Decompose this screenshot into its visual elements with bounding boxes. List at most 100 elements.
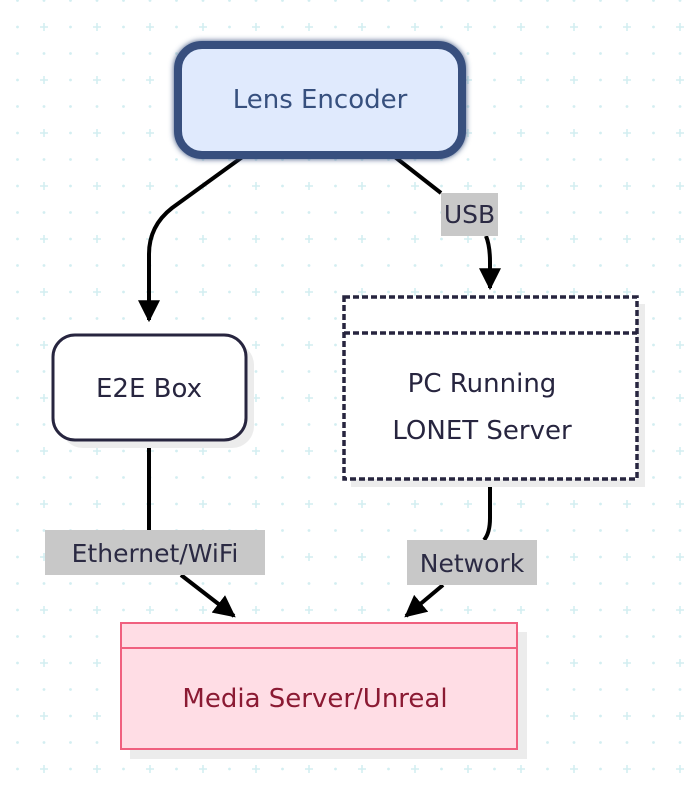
grid-dot (466, 264, 470, 267)
grid-dot (42, 688, 46, 691)
grid-dot (69, 767, 72, 771)
node-pc-lonet[interactable]: PC Running LONET Server (342, 295, 645, 487)
grid-dot (546, 264, 549, 267)
grid-cross (570, 182, 578, 190)
grid-dot (652, 635, 655, 638)
grid-cross (411, 235, 419, 243)
node-media-server[interactable]: Media Server/Unreal (120, 622, 527, 759)
grid-cross (570, 23, 578, 31)
grid-dot (122, 237, 125, 241)
edge-label-network[interactable]: Network (407, 540, 537, 585)
grid-cross (623, 553, 631, 561)
grid-dot (572, 741, 576, 744)
grid-cross (252, 606, 260, 614)
grid-dot (281, 211, 284, 214)
grid-dot (175, 476, 178, 479)
node-e2e-box-label: E2E Box (96, 374, 202, 404)
grid-cross (570, 76, 578, 84)
grid-cross (305, 394, 313, 402)
grid-cross (517, 765, 525, 773)
grid-dot (228, 449, 231, 453)
grid-dot (16, 264, 19, 267)
grid-cross (358, 288, 366, 296)
grid-dot (69, 608, 72, 612)
grid-dot (652, 131, 655, 135)
grid-dot (228, 25, 231, 29)
node-e2e-box[interactable]: E2E Box (51, 333, 254, 448)
grid-dot (599, 290, 602, 294)
grid-cross (358, 500, 366, 508)
grid-dot (546, 131, 549, 135)
grid-cross (93, 23, 101, 31)
grid-dot (334, 767, 337, 771)
grid-cross (252, 288, 260, 296)
grid-dot (254, 423, 258, 426)
grid-dot (625, 52, 629, 55)
grid-cross (40, 129, 48, 137)
grid-dot (334, 211, 337, 214)
grid-dot (678, 423, 682, 426)
grid-dot (652, 529, 655, 532)
grid-cross (570, 765, 578, 773)
grid-dot (69, 741, 72, 744)
grid-dot (546, 635, 549, 638)
grid-dot (16, 290, 19, 294)
edge-label-usb[interactable]: USB (441, 193, 498, 236)
grid-dot (678, 52, 682, 55)
grid-dot (546, 582, 549, 585)
grid-cross (623, 129, 631, 137)
grid-dot (175, 184, 178, 188)
grid-cross (517, 76, 525, 84)
grid-dot (334, 290, 337, 294)
grid-cross (464, 23, 472, 31)
grid-cross (570, 659, 578, 667)
grid-dot (16, 423, 19, 426)
grid-dot (334, 237, 337, 241)
grid-dot (678, 158, 682, 161)
grid-cross (305, 447, 313, 455)
edge-pc-lonet-to-media-server-upper[interactable] (482, 470, 492, 542)
edge-label-ethernet-wifi[interactable]: Ethernet/WiFi (45, 530, 265, 575)
grid-dot (572, 529, 576, 532)
grid-dot (281, 290, 284, 294)
grid-dot (175, 317, 178, 320)
edge-lens-encoder-to-pc-lonet[interactable] (479, 235, 501, 291)
grid-dot (95, 688, 99, 691)
grid-dot (652, 105, 655, 108)
grid-dot (440, 502, 443, 506)
node-lens-encoder[interactable]: Lens Encoder (174, 41, 466, 159)
grid-dot (42, 264, 46, 267)
grid-dot (387, 0, 390, 2)
grid-cross (199, 765, 207, 773)
grid-dot (625, 529, 629, 532)
grid-dot (228, 211, 231, 214)
edge-pc-lonet-to-media-server[interactable] (404, 583, 445, 618)
grid-dot (175, 0, 178, 2)
grid-dot (599, 529, 602, 532)
grid-dot (307, 264, 311, 267)
edge-e2e-box-to-media-server[interactable] (179, 573, 236, 618)
grid-dot (281, 767, 284, 771)
grid-dot (466, 158, 470, 161)
grid-dot (493, 78, 496, 82)
grid-dot (493, 767, 496, 771)
grid-dot (175, 449, 178, 453)
grid-dot (519, 211, 523, 214)
grid-dot (307, 423, 311, 426)
edge-lens-encoder-to-e2e-box[interactable] (138, 148, 254, 323)
grid-cross (93, 765, 101, 773)
grid-cross (570, 606, 578, 614)
grid-dot (69, 582, 72, 585)
grid-dot (228, 317, 231, 320)
grid-dot (572, 264, 576, 267)
grid-cross (199, 500, 207, 508)
grid-dot (572, 635, 576, 638)
grid-dot (42, 741, 46, 744)
grid-dot (493, 237, 496, 241)
grid-cross (570, 235, 578, 243)
grid-dot (572, 688, 576, 691)
grid-dot (652, 582, 655, 585)
grid-dot (652, 476, 655, 479)
grid-dot (466, 529, 470, 532)
grid-cross (676, 606, 684, 614)
